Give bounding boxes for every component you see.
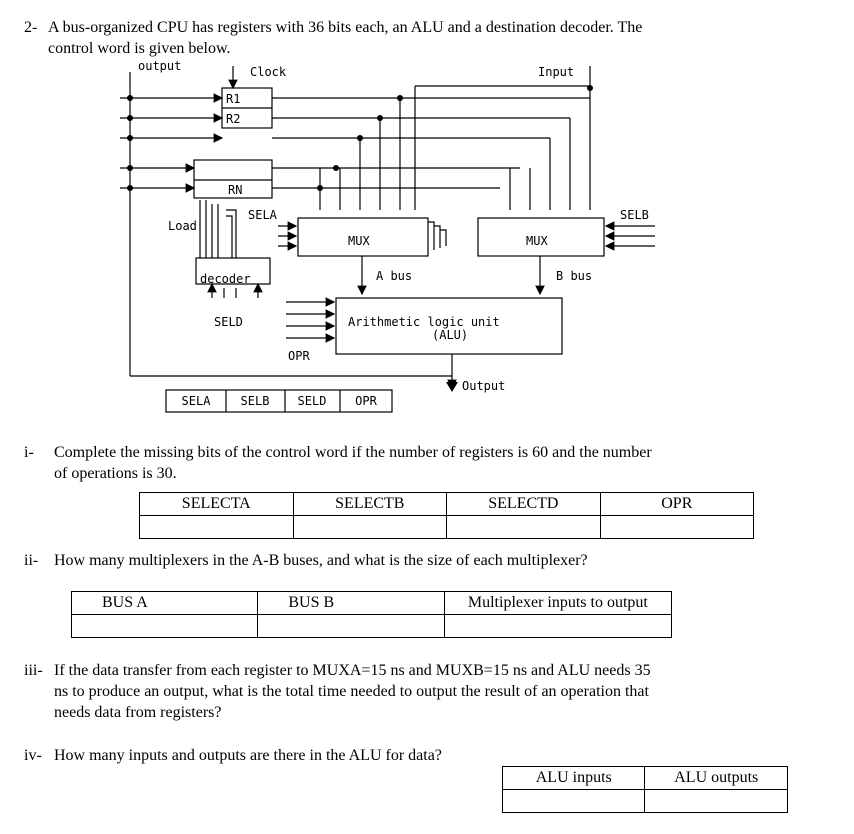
selb-label: SELB [620,208,649,222]
answer-cell-selecta[interactable] [139,515,294,539]
alu-io-table: ALU inputs ALU outputs [501,766,788,813]
clock-label: Clock [250,65,287,79]
part-ii-label: ii- [24,552,39,569]
alu-label-line2: (ALU) [432,328,468,342]
cpu-bus-diagram: output Clock Input R1 R2 RN Load SELA SE… [120,59,655,413]
control-word-opr: OPR [355,394,377,408]
question-line-2: control word is given below. [48,40,231,57]
a-bus-label: A bus [376,269,412,283]
load-label: Load [168,219,197,233]
header-selectb: SELECTB [292,492,448,516]
answer-cell-selectd[interactable] [446,515,601,539]
sela-label: SELA [248,208,278,222]
header-selecta: SELECTA [139,492,294,516]
part-i-line-2: of operations is 30. [54,465,177,482]
opr-label: OPR [288,349,310,363]
question-line-1: A bus-organized CPU has registers with 3… [48,19,643,36]
header-alu-outputs: ALU outputs [644,766,788,790]
decoder-label: decoder [200,272,251,286]
part-iii-line-2: ns to produce an output, what is the tot… [54,683,649,700]
header-selectd: SELECTD [446,492,601,516]
part-iv-label: iv- [24,747,42,764]
r2-label: R2 [226,112,240,126]
header-bus-b: BUS B [257,591,445,615]
part-iii-line-1: If the data transfer from each register … [54,662,651,679]
answer-cell-selectb[interactable] [292,515,448,539]
control-word-seld: SELD [298,394,327,408]
part-i-label: i- [24,444,34,461]
part-iii-label: iii- [24,662,43,679]
input-label: Input [538,65,574,79]
control-word-selb: SELB [241,394,270,408]
header-bus-a: BUS A [70,591,259,615]
r1-label: R1 [226,92,240,106]
answer-cell-bus-b[interactable] [257,614,445,638]
question-number: 2- [24,19,38,36]
output-top-label: output [138,59,181,73]
header-alu-inputs: ALU inputs [501,766,646,790]
seld-label: SELD [214,315,243,329]
part-iv-line-1: How many inputs and outputs are there in… [54,747,442,764]
mux-b-label: MUX [526,234,548,248]
part-iii-line-3: needs data from registers? [54,704,222,721]
answer-cell-mux-inputs[interactable] [443,614,673,638]
control-word-table: SELECTA SELECTB SELECTD OPR [139,492,755,539]
header-mux-inputs: Multiplexer inputs to output [443,591,673,615]
answer-cell-alu-inputs[interactable] [501,789,646,813]
answer-cell-opr[interactable] [599,515,755,539]
answer-cell-alu-outputs[interactable] [644,789,788,813]
b-bus-label: B bus [556,269,592,283]
mux-a-label: MUX [348,234,370,248]
alu-label-line1: Arithmetic logic unit [348,315,500,329]
part-ii-line-1: How many multiplexers in the A-B buses, … [54,552,588,569]
output-bottom-label: Output [462,379,505,393]
header-opr: OPR [599,492,755,516]
answer-cell-bus-a[interactable] [70,614,259,638]
rn-label: RN [228,183,242,197]
part-i-line-1: Complete the missing bits of the control… [54,444,652,461]
multiplexer-table: BUS A BUS B Multiplexer inputs to output [70,591,673,638]
control-word-sela: SELA [182,394,212,408]
